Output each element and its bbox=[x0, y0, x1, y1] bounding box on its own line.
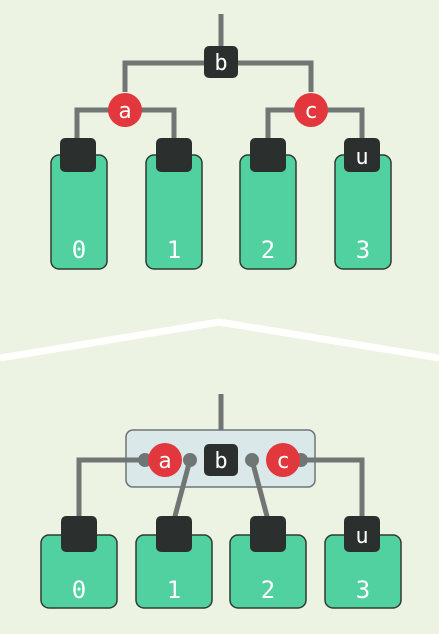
top-leaf-0-tag bbox=[60, 138, 96, 172]
top-leaf-2-label: 2 bbox=[261, 236, 275, 264]
bottom-leaf-1: 1 bbox=[135, 516, 213, 609]
top-node-a: a bbox=[108, 93, 142, 127]
bottom-node-a-label: a bbox=[158, 449, 171, 474]
bottom-leaf-0-label: 0 bbox=[72, 576, 86, 604]
edge-merged-leaf2 bbox=[249, 459, 271, 521]
top-node-c: c bbox=[294, 93, 328, 127]
bottom-leaf-1-label: 1 bbox=[167, 576, 181, 604]
port-dot bbox=[245, 453, 259, 467]
bottom-node-c: c bbox=[266, 443, 300, 477]
bottom-leaf-3-tag bbox=[344, 516, 380, 552]
top-tree: b a c 0 1 2 u bbox=[50, 14, 392, 270]
top-node-a-label: a bbox=[118, 99, 131, 124]
section-divider bbox=[0, 318, 439, 362]
edge-b-a bbox=[122, 60, 206, 92]
top-leaf-3-tag-label: u bbox=[355, 145, 368, 170]
bottom-leaf-2-tag bbox=[250, 516, 286, 552]
bottom-leaf-3: u 3 bbox=[324, 516, 402, 609]
edge-b-c bbox=[236, 60, 314, 92]
edge-merged-leaf1 bbox=[171, 459, 193, 521]
bottom-leaf-3-tag-label: u bbox=[355, 524, 368, 549]
port-dot bbox=[183, 453, 197, 467]
bottom-node-c-label: c bbox=[276, 449, 289, 474]
bottom-leaf-3-label: 3 bbox=[356, 576, 370, 604]
bottom-leaf-2: 2 bbox=[229, 516, 307, 609]
bottom-leaf-0-tag bbox=[61, 516, 97, 552]
top-leaf-2: 2 bbox=[239, 138, 297, 270]
top-leaf-1-label: 1 bbox=[167, 236, 181, 264]
edge-c-leaf3 bbox=[326, 107, 365, 140]
top-leaf-0-label: 0 bbox=[72, 236, 86, 264]
edge-c-leaf2 bbox=[265, 107, 296, 140]
edge-a-leaf0 bbox=[74, 107, 110, 140]
top-leaf-0: 0 bbox=[50, 138, 108, 270]
edge-a-leaf1 bbox=[140, 107, 177, 140]
top-leaf-3-label: 3 bbox=[356, 236, 370, 264]
bottom-node-a: a bbox=[148, 443, 182, 477]
top-tree-edges bbox=[74, 14, 365, 140]
top-node-b-label: b bbox=[214, 51, 227, 76]
top-node-c-label: c bbox=[304, 99, 317, 124]
bottom-leaf-0: 0 bbox=[40, 516, 118, 609]
top-leaf-3-tag bbox=[344, 138, 380, 172]
top-node-b: b bbox=[204, 46, 238, 78]
bottom-node-b-label: b bbox=[214, 449, 227, 474]
top-leaf-1-tag bbox=[156, 138, 192, 172]
edge-merged-leaf0 bbox=[76, 457, 145, 520]
edge-merged-leaf3 bbox=[301, 457, 365, 520]
bottom-leaf-2-label: 2 bbox=[261, 576, 275, 604]
top-leaf-3: u 3 bbox=[334, 138, 392, 270]
bottom-tree-edges bbox=[76, 457, 365, 521]
bottom-leaf-1-tag bbox=[156, 516, 192, 552]
top-leaf-1: 1 bbox=[145, 138, 203, 270]
bottom-tree: a b c 0 1 2 u 3 bbox=[40, 394, 402, 609]
bottom-node-b: b bbox=[204, 444, 238, 476]
top-leaf-2-tag bbox=[250, 138, 286, 172]
